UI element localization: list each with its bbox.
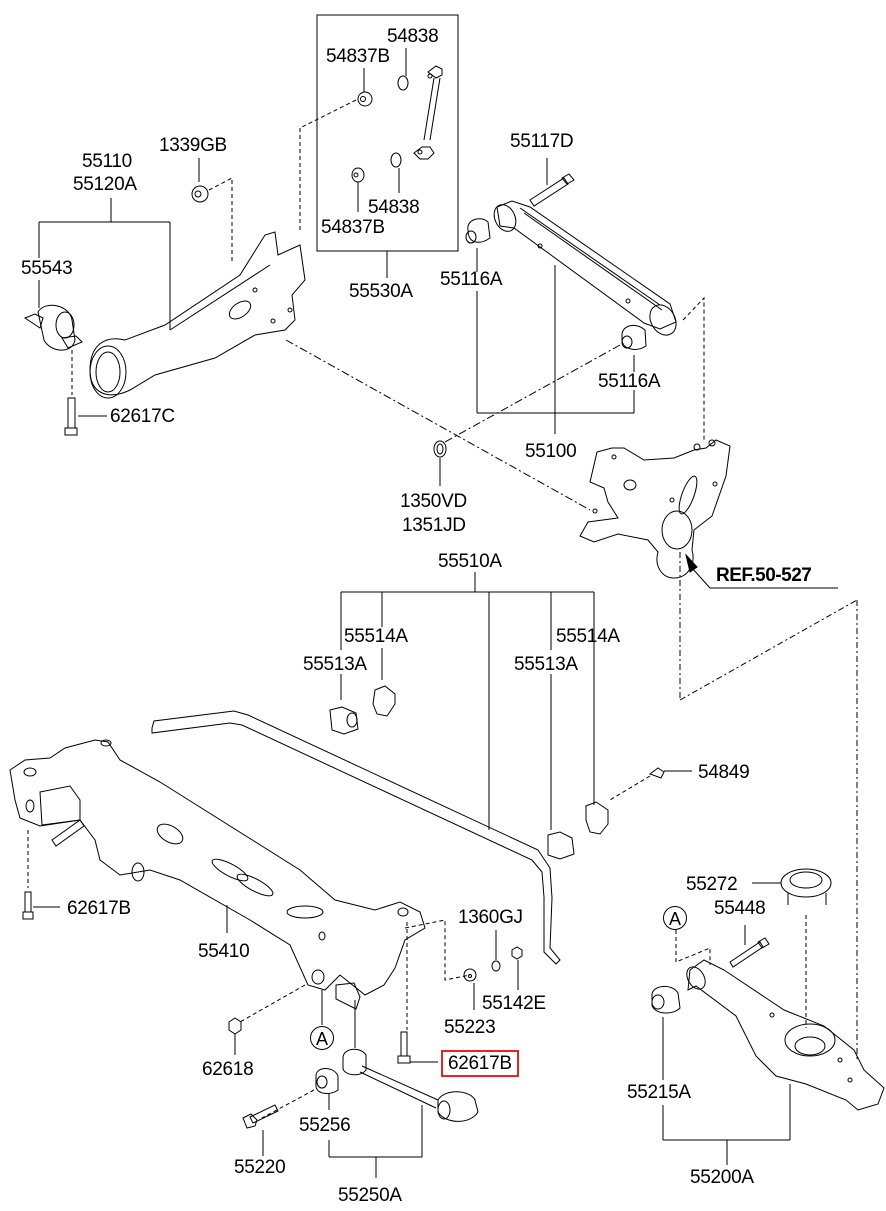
bolt-62617B-highlighted <box>398 1032 438 1063</box>
part-label-54837b[interactable]: 54837B <box>326 46 390 67</box>
callout-marker-a: A <box>310 1026 334 1050</box>
crossmember-drawing <box>10 740 470 1048</box>
part-label-55220[interactable]: 55220 <box>234 1157 286 1178</box>
bolt-54849 <box>610 768 692 800</box>
part-label-1360gj[interactable]: 1360GJ <box>458 907 523 928</box>
part-label-55116a[interactable]: 55116A <box>598 371 661 392</box>
part-label-55117d[interactable]: 55117D <box>510 131 574 152</box>
part-label-55513a[interactable]: 55513A <box>514 654 578 675</box>
bushing-55543 <box>25 305 82 350</box>
part-label-55215a[interactable]: 55215A <box>627 1082 691 1103</box>
lower-link-drawing <box>243 1049 478 1178</box>
part-label-55250a[interactable]: 55250A <box>338 1185 402 1206</box>
bolt-55117D <box>530 158 574 206</box>
part-label-62617c[interactable]: 62617C <box>110 406 175 427</box>
callout-marker-a: A <box>663 906 687 930</box>
part-label-55543[interactable]: 55543 <box>21 258 73 279</box>
knuckle-drawing <box>580 440 730 700</box>
nut-62618 <box>229 1018 241 1055</box>
part-label-55256[interactable]: 55256 <box>299 1115 351 1136</box>
part-label-55514a[interactable]: 55514A <box>344 626 408 647</box>
nut-1339GB <box>192 158 232 262</box>
part-label-55514a[interactable]: 55514A <box>556 626 620 647</box>
part-label-55410[interactable]: 55410 <box>198 941 250 962</box>
stabilizer-bar-tree <box>341 572 594 830</box>
part-label-55223[interactable]: 55223 <box>444 1017 496 1038</box>
bolt-62617B-left <box>23 892 60 919</box>
spring-seat-55272 <box>752 869 831 1028</box>
part-label-62617b-highlighted[interactable]: 62617B <box>441 1050 519 1077</box>
trailing-arm-drawing <box>90 232 590 510</box>
washer-1350VD <box>434 441 446 486</box>
lower-arm-drawing <box>652 600 884 1165</box>
part-label-55530a[interactable]: 55530A <box>349 281 413 302</box>
bolt-62617C <box>65 350 107 435</box>
stabilizer-link-parts <box>300 48 442 230</box>
reference-arrow <box>686 555 838 588</box>
reference-label[interactable]: REF.50-527 <box>716 565 812 586</box>
part-label-55142e[interactable]: 55142E <box>482 993 546 1014</box>
part-label-54837b[interactable]: 54837B <box>321 217 385 238</box>
part-label-55200a[interactable]: 55200A <box>690 1167 754 1188</box>
part-label-55448[interactable]: 55448 <box>714 898 766 919</box>
part-label-62618[interactable]: 62618 <box>202 1059 254 1080</box>
part-label-55110[interactable]: 55110 <box>82 151 132 172</box>
part-label-55513a[interactable]: 55513A <box>303 654 367 675</box>
stabilizer-link-kit-box <box>317 15 458 278</box>
part-label-55510a[interactable]: 55510A <box>438 551 502 572</box>
part-label-54838[interactable]: 54838 <box>368 197 420 218</box>
part-label-54838[interactable]: 54838 <box>387 26 439 47</box>
part-label-62617b[interactable]: 62617B <box>67 898 131 919</box>
washers-nuts <box>464 930 522 1010</box>
part-label-1350vd[interactable]: 1350VD <box>400 491 467 512</box>
part-label-55120a[interactable]: 55120A <box>73 174 137 195</box>
part-label-55100[interactable]: 55100 <box>525 441 577 462</box>
bolt-55448 <box>730 925 769 967</box>
bushings-55116A <box>445 219 704 442</box>
part-label-55116a[interactable]: 55116A <box>440 269 503 290</box>
trailing-arm-bracket <box>39 198 170 330</box>
part-label-54849[interactable]: 54849 <box>698 762 750 783</box>
lateral-link-drawing <box>490 201 681 340</box>
part-label-55272[interactable]: 55272 <box>686 874 738 895</box>
stabilizer-bar-drawing <box>152 686 608 964</box>
part-label-1351jd[interactable]: 1351JD <box>402 515 466 536</box>
part-label-1339gb[interactable]: 1339GB <box>159 135 227 156</box>
